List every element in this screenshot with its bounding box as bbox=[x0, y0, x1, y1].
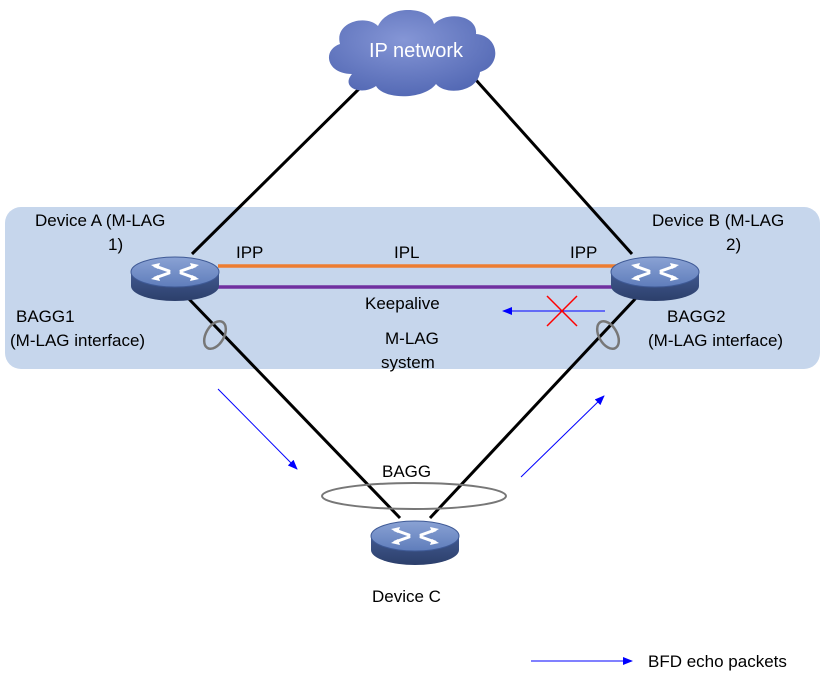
bagg1-ring bbox=[202, 320, 228, 350]
link-a-to-c bbox=[186, 296, 402, 520]
bfd-arrow-up-right bbox=[520, 395, 605, 478]
bagg2-sublabel: (M-LAG interface) bbox=[648, 331, 783, 350]
bagg-label: BAGG bbox=[382, 462, 431, 481]
link-b-to-c bbox=[428, 296, 638, 520]
device-c-icon bbox=[369, 519, 461, 567]
mlag-system-label-line2: system bbox=[381, 353, 435, 372]
bagg1-sublabel: (M-LAG interface) bbox=[10, 331, 145, 350]
bagg2-ring bbox=[595, 320, 621, 350]
bagg1-label: BAGG1 bbox=[16, 307, 75, 326]
ipp-right-label: IPP bbox=[570, 243, 597, 262]
cloud-label: IP network bbox=[369, 40, 464, 62]
link-a-to-cloud bbox=[190, 78, 370, 256]
device-c-label: Device C bbox=[372, 587, 441, 606]
link-b-to-cloud bbox=[474, 78, 634, 256]
mlag-system-label-line1: M-LAG bbox=[385, 329, 439, 348]
ipp-left-label: IPP bbox=[236, 243, 263, 262]
bagg2-label: BAGG2 bbox=[667, 307, 726, 326]
ipl-label: IPL bbox=[394, 243, 420, 262]
failure-x-icon bbox=[546, 295, 578, 327]
bagg-ring bbox=[321, 482, 507, 510]
device-b-label-line2: 2) bbox=[726, 235, 741, 254]
keepalive-label: Keepalive bbox=[365, 294, 440, 313]
device-b-label-line1: Device B (M-LAG bbox=[652, 211, 784, 230]
device-a-label-line2: 1) bbox=[108, 235, 123, 254]
device-b-icon bbox=[609, 255, 701, 303]
device-a-label-line1: Device A (M-LAG bbox=[35, 211, 165, 230]
device-a-icon bbox=[129, 255, 221, 303]
legend-label: BFD echo packets bbox=[648, 652, 787, 671]
ip-network-cloud bbox=[328, 10, 496, 97]
bfd-arrow-down-left bbox=[217, 388, 298, 470]
